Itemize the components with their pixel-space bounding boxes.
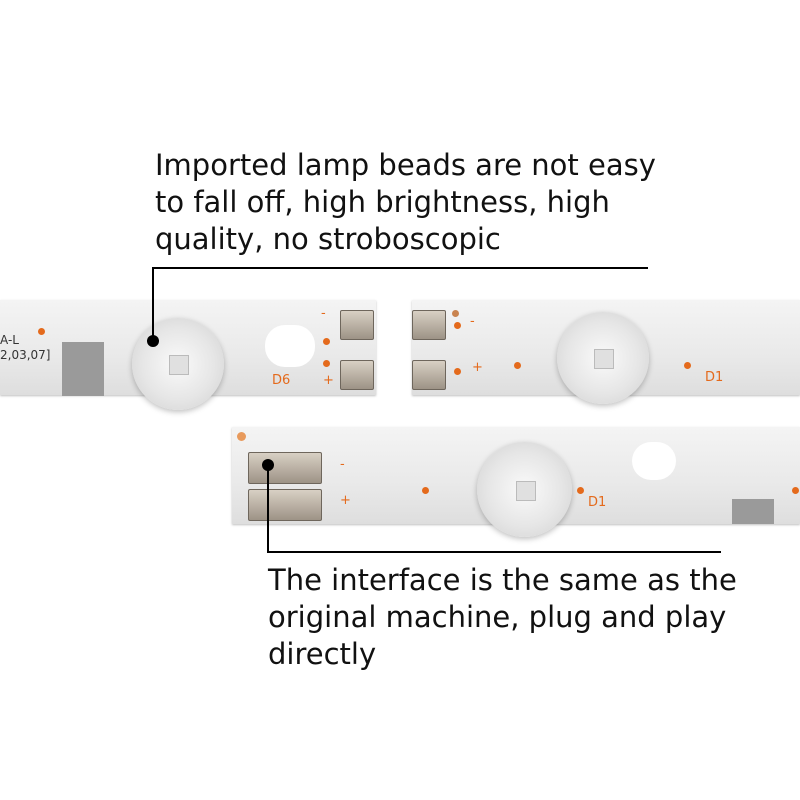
- callout-line-top-vertical: [152, 267, 154, 340]
- callout-line-bottom-vertical: [267, 465, 269, 553]
- callout-line-top: [152, 267, 648, 269]
- solder-dot: [454, 368, 461, 375]
- model-text: A-L: [0, 333, 19, 347]
- solder-dot: [323, 338, 330, 345]
- led-lens: [477, 442, 572, 537]
- bottom-annotation: The interface is the same as the origina…: [268, 563, 737, 671]
- connector-terminal: [412, 360, 446, 390]
- solder-dot: [422, 487, 429, 494]
- top-annotation: Imported lamp beads are not easy to fall…: [155, 148, 656, 256]
- connector-terminal: [412, 310, 446, 340]
- led-label: D1: [588, 495, 607, 510]
- callout-dot-bottom: [262, 459, 274, 471]
- solder-dot: [323, 360, 330, 367]
- connector-terminal: [340, 360, 374, 390]
- plus-label: +: [340, 493, 351, 508]
- mounting-hole: [632, 442, 676, 480]
- solder-dot: [38, 328, 45, 335]
- plus-label: +: [472, 360, 483, 375]
- led-strip-right: - + D1: [412, 300, 800, 404]
- led-label: D6: [272, 373, 291, 388]
- solder-dot: [237, 432, 246, 441]
- pad: [732, 499, 774, 524]
- led-label: D1: [705, 370, 724, 385]
- connector-terminal: [248, 489, 322, 521]
- connector-terminal: [340, 310, 374, 340]
- mounting-hole: [265, 325, 315, 367]
- solder-dot: [452, 310, 459, 317]
- solder-dot: [684, 362, 691, 369]
- led-lens: [557, 312, 649, 404]
- solder-dot: [454, 322, 461, 329]
- minus-label: -: [340, 457, 345, 472]
- solder-dot: [514, 362, 521, 369]
- minus-label: -: [321, 306, 326, 321]
- led-strip-left: A-L 2,03,07] D6 - +: [0, 300, 376, 410]
- minus-label: -: [470, 314, 475, 329]
- led-strip-bottom: - + D1: [232, 427, 800, 537]
- pad: [62, 342, 104, 396]
- callout-line-bottom: [267, 551, 721, 553]
- led-lens: [132, 318, 224, 410]
- solder-dot: [792, 487, 799, 494]
- callout-dot-top: [147, 335, 159, 347]
- solder-dot: [577, 487, 584, 494]
- connector-terminal: [248, 452, 322, 484]
- date-text: 2,03,07]: [0, 348, 51, 362]
- plus-label: +: [323, 373, 334, 388]
